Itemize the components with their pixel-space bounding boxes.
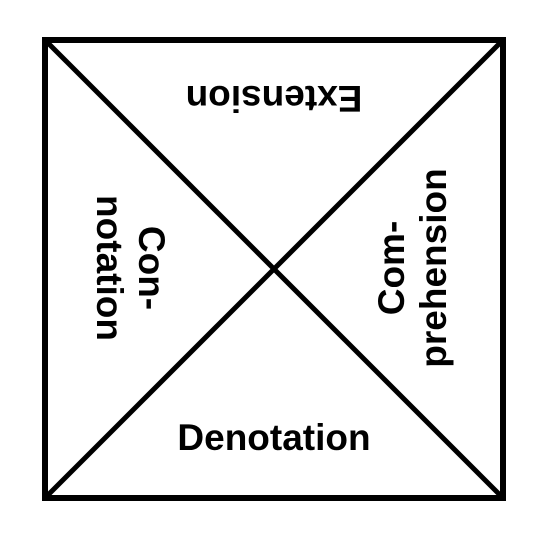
diagonal-top-right-to-bottom-left (43, 38, 505, 500)
label-extension: Extension (186, 78, 363, 119)
outer-square (42, 37, 506, 501)
label-denotation: Denotation (177, 417, 370, 458)
label-connotation: Con- notation (89, 195, 172, 341)
label-comprehension-line2: prehension (413, 168, 454, 367)
label-comprehension-line1: Com- (371, 221, 412, 316)
label-connotation-line2: notation (89, 195, 130, 341)
label-connotation-line1: Con- (131, 226, 172, 310)
label-comprehension: Com- prehension (371, 168, 454, 367)
